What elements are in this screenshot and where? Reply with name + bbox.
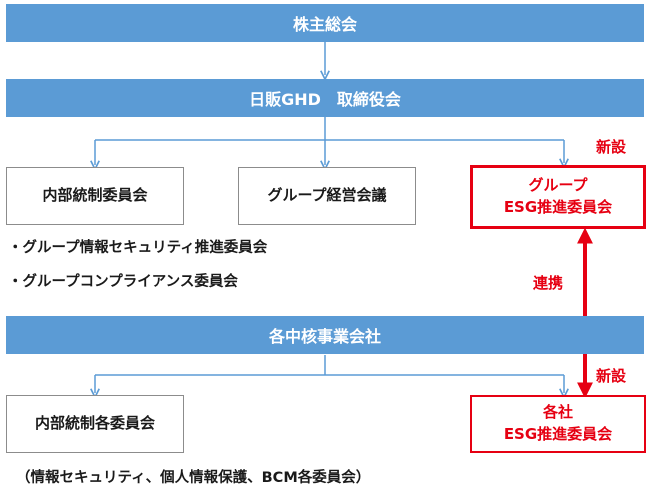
internal-control-committee-label: 内部統制委員会 bbox=[42, 186, 148, 205]
company-esg-committee-box: 各社 ESG推進委員会 bbox=[470, 395, 646, 453]
note-item-security: ・グループ情報セキュリティ推進委員会 bbox=[8, 240, 268, 256]
link-label: 連携 bbox=[533, 274, 564, 292]
company-internal-control-committees-label: 内部統制各委員会 bbox=[34, 414, 155, 433]
internal-control-committee-box: 内部統制委員会 bbox=[6, 167, 184, 225]
group-management-meeting-box: グループ経営会議 bbox=[238, 167, 416, 225]
shareholders-meeting-bar: 株主総会 bbox=[6, 4, 644, 42]
core-companies-bar: 各中核事業会社 bbox=[6, 316, 644, 354]
group-esg-committee-label-line1: グループ bbox=[528, 176, 588, 195]
shareholders-meeting-label: 株主総会 bbox=[292, 15, 357, 34]
company-esg-committee-label-line1: 各社 bbox=[542, 403, 573, 422]
new-badge-bottom: 新設 bbox=[596, 367, 627, 385]
group-esg-committee-label-line2: ESG推進委員会 bbox=[503, 198, 613, 216]
core-companies-label: 各中核事業会社 bbox=[268, 327, 381, 346]
board-label: 日販GHD 取締役会 bbox=[249, 90, 401, 109]
company-internal-control-committees-box: 内部統制各委員会 bbox=[6, 395, 184, 453]
board-bar: 日販GHD 取締役会 bbox=[6, 79, 644, 117]
note-item-compliance: ・グループコンプライアンス委員会 bbox=[8, 274, 238, 290]
company-esg-committee-label-line2: ESG推進委員会 bbox=[503, 425, 613, 443]
group-management-meeting-label: グループ経営会議 bbox=[267, 186, 387, 205]
bottom-note: （情報セキュリティ、個人情報保護、BCM各委員会） bbox=[16, 470, 371, 486]
group-esg-committee-box: グループ ESG推進委員会 bbox=[470, 165, 646, 229]
new-badge-top: 新設 bbox=[596, 138, 627, 156]
